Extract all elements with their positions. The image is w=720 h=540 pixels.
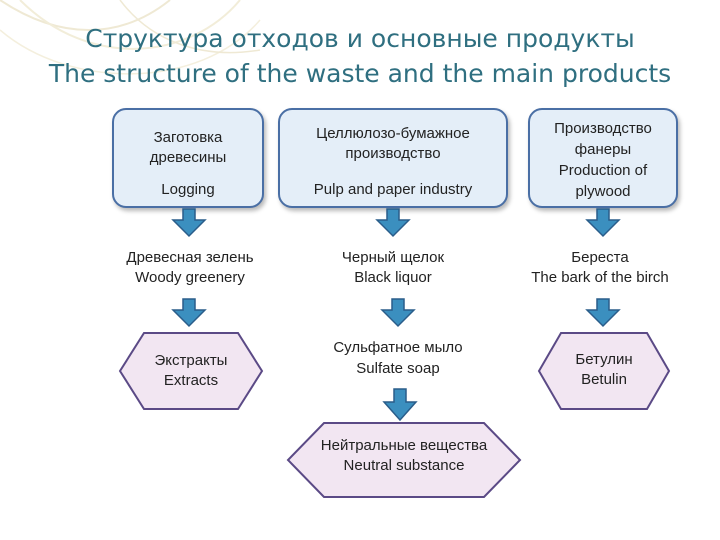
soap-label-en: Sulfate soap bbox=[356, 360, 440, 377]
greenery-label-en: Woody greenery bbox=[135, 269, 245, 286]
pulp-label-en: Pulp and paper industry bbox=[313, 181, 473, 198]
arrow-liquor-soap bbox=[380, 298, 416, 328]
neutral-label-ru: Нейтральные вещества bbox=[320, 437, 488, 454]
liquor-label-en: Black liquor bbox=[354, 269, 432, 286]
betulin-label-ru: Бетулин bbox=[575, 351, 633, 368]
title-english: The structure of the waste and the main … bbox=[48, 59, 672, 88]
logging-box: Заготовка древесины Logging bbox=[112, 108, 264, 208]
greenery-label-ru: Древесная зелень bbox=[126, 249, 254, 266]
arrow-greenery-extracts bbox=[171, 298, 207, 328]
extracts-label-ru: Экстракты bbox=[154, 352, 228, 369]
bark-label-en: The bark of the birch bbox=[531, 269, 669, 286]
neutral-hexagon bbox=[286, 422, 522, 498]
liquor-label-ru: Черный щелок bbox=[341, 249, 445, 266]
extracts-hexagon bbox=[118, 332, 264, 410]
arrow-pulp-liquor bbox=[375, 208, 411, 238]
plywood-label: Производство фанеры Production of plywoo… bbox=[554, 120, 652, 200]
logging-label-en: Logging bbox=[161, 181, 215, 198]
extracts-label-en: Extracts bbox=[163, 372, 219, 389]
pulp-box: Целлюлозо-бумажное производство Pulp and… bbox=[278, 108, 508, 208]
betulin-hexagon bbox=[537, 332, 671, 410]
neutral-label-en: Neutral substance bbox=[343, 457, 465, 474]
plywood-box: Производство фанеры Production of plywoo… bbox=[528, 108, 678, 208]
arrow-plywood-bark bbox=[585, 208, 621, 238]
logging-label-ru: Заготовка древесины bbox=[149, 129, 227, 166]
arrow-bark-betulin bbox=[585, 298, 621, 328]
bark-label-ru: Береста bbox=[571, 249, 629, 266]
arrow-logging-greenery bbox=[171, 208, 207, 238]
soap-label-ru: Сульфатное мыло bbox=[333, 339, 463, 356]
pulp-label-ru: Целлюлозо-бумажное производство bbox=[316, 125, 470, 162]
arrow-soap-neutral bbox=[382, 388, 418, 422]
betulin-label-en: Betulin bbox=[581, 371, 627, 388]
title-russian: Структура отходов и основные продукты bbox=[85, 24, 635, 53]
